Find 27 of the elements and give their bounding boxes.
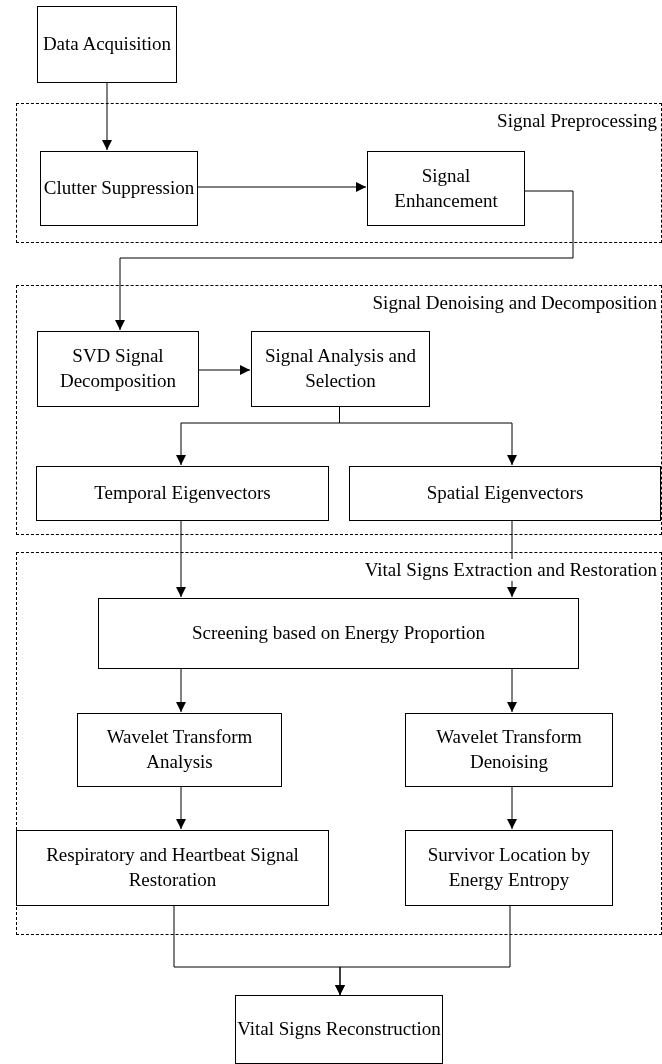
- process-box: Data Acquisition: [37, 6, 177, 83]
- group-frame: [16, 285, 662, 535]
- process-box: Signal Enhancement: [367, 151, 525, 226]
- process-box: Vital Signs Reconstruction: [235, 995, 443, 1064]
- group-frame: [16, 103, 662, 243]
- arrow: [507, 785, 517, 830]
- arrow: [176, 667, 186, 713]
- process-box: Wavelet Transform Analysis: [77, 713, 282, 787]
- group-title: Vital Signs Extraction and Restoration: [362, 559, 659, 581]
- arrow: [197, 365, 251, 375]
- group-frame: [16, 552, 662, 935]
- process-box: Screening based on Energy Proportion: [98, 598, 579, 669]
- process-box: Respiratory and Heartbeat Signal Restoration: [16, 830, 329, 906]
- arrow: [335, 904, 511, 996]
- process-box: Wavelet Transform Denoising: [405, 713, 613, 787]
- arrow: [176, 519, 186, 598]
- arrow: [176, 785, 186, 830]
- arrow: [115, 190, 574, 331]
- process-box: Clutter Suppression: [40, 151, 198, 226]
- process-box: Spatial Eigenvectors: [349, 466, 661, 521]
- process-box: SVD Signal Decomposition: [37, 331, 199, 407]
- process-box: Temporal Eigenvectors: [36, 466, 329, 521]
- process-box: Survivor Location by Energy Entropy: [405, 830, 613, 906]
- arrow: [196, 182, 367, 192]
- process-box: Signal Analysis and Selection: [251, 331, 430, 407]
- arrow: [102, 82, 112, 151]
- arrow: [507, 667, 517, 713]
